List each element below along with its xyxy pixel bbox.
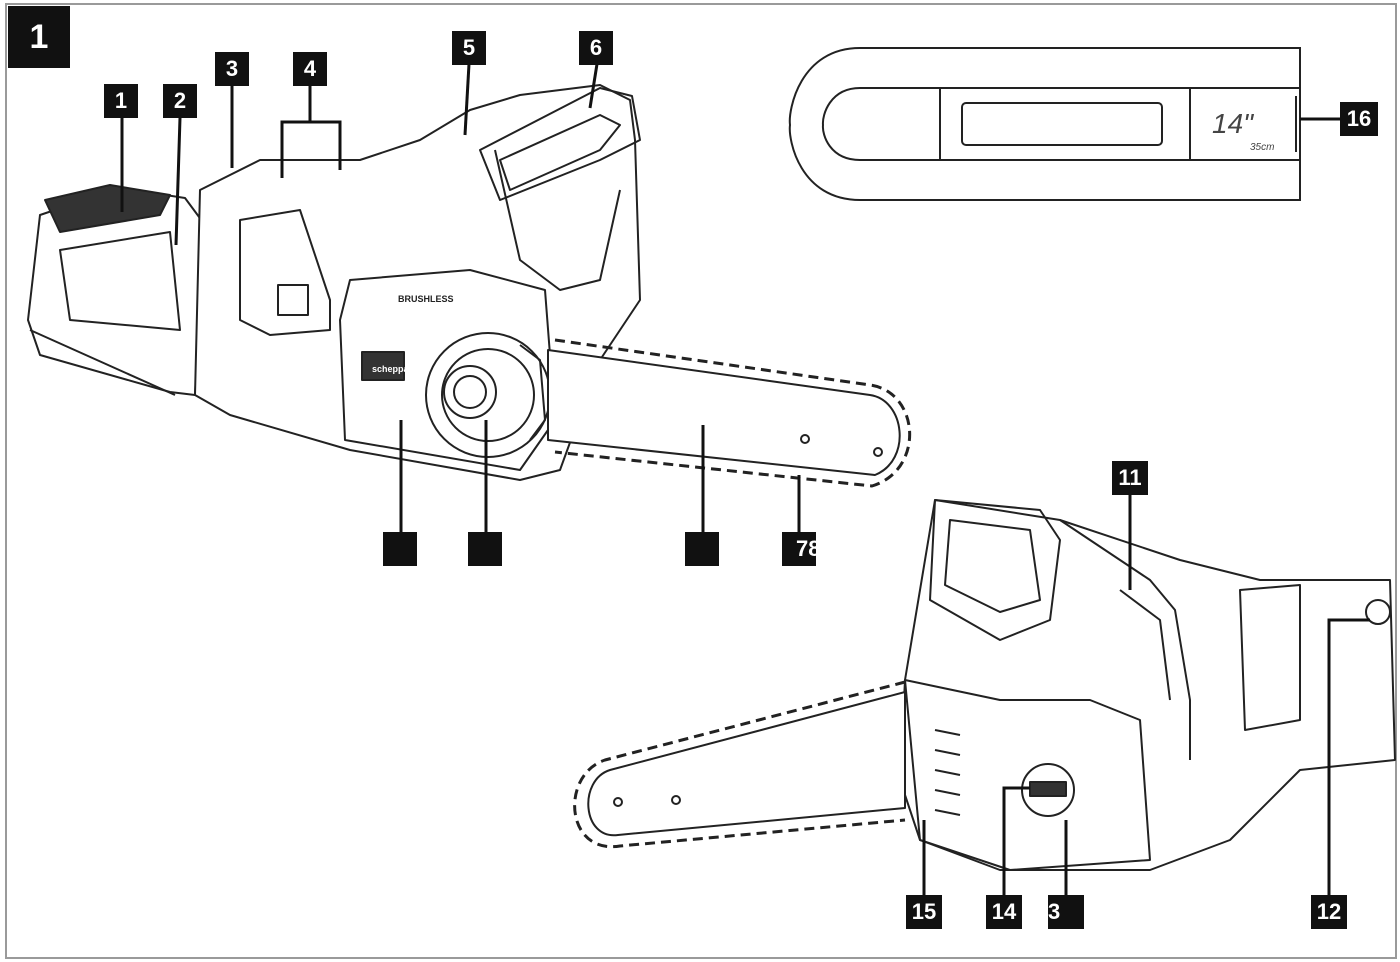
logo-scheppach: scheppach: [372, 364, 419, 374]
callout-5: 5: [452, 31, 486, 65]
callout-blank-2: [468, 532, 502, 566]
callout-13: 3: [1048, 895, 1084, 929]
callout-2: 2: [163, 84, 197, 118]
callout-78: 78: [782, 532, 816, 566]
sheath-metric-label: 35cm: [1250, 142, 1274, 153]
chainsaw-right: [573, 499, 1396, 871]
callout-15: 15: [906, 895, 942, 929]
callout-11: 11: [1112, 461, 1148, 495]
figure-border: [5, 3, 1397, 959]
callout-blank-3: [685, 532, 719, 566]
figure-number: 1: [8, 6, 70, 68]
callout-1: 1: [104, 84, 138, 118]
sheath-size-label: 14": [1212, 108, 1254, 139]
callout-4: 4: [293, 52, 327, 86]
callout-3: 3: [215, 52, 249, 86]
badge-brushless: BRUSHLESS: [398, 294, 454, 304]
callout-14: 14: [986, 895, 1022, 929]
callout-6: 6: [579, 31, 613, 65]
bar-sheath: [788, 47, 1301, 201]
leader-lines: [120, 63, 1370, 895]
chainsaw-left: [27, 84, 912, 488]
callout-16: 16: [1340, 102, 1378, 136]
callout-12: 12: [1311, 895, 1347, 929]
callout-blank-1: [383, 532, 417, 566]
